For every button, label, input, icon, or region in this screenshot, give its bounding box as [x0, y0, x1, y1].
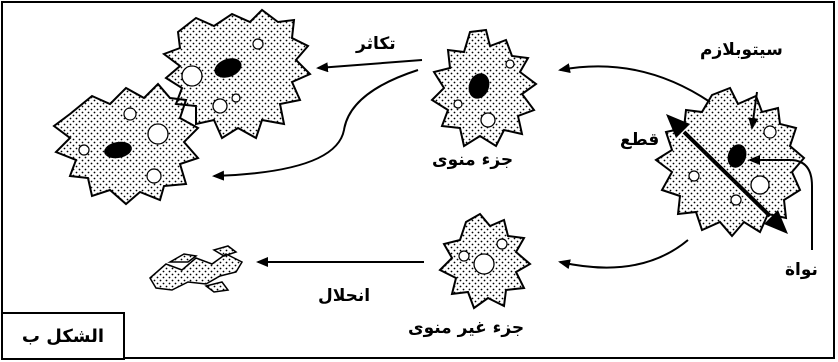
label-cut: قطع — [620, 130, 660, 150]
label-disintegration: انحلال — [318, 286, 371, 306]
label-non-nucleated-part: جزء غير منوى — [408, 318, 525, 338]
daughter-amoeba-top — [161, 8, 312, 140]
arrow-to-non-nucleated — [558, 239, 689, 270]
nucleus-blob — [727, 144, 747, 168]
nucleus-pointer — [748, 155, 813, 250]
label-nucleated-part: جزء منوى — [432, 150, 514, 170]
figure-label-box: الشكل ب — [1, 312, 125, 360]
figure-label: الشكل ب — [21, 325, 105, 347]
cytoplasm-pointer — [748, 91, 759, 130]
nucleated-part-amoeba — [430, 28, 538, 148]
non-nucleated-part-amoeba — [438, 212, 532, 310]
arrow-reproduction-bottom — [212, 69, 419, 181]
label-cytoplasm: سيتوبلازم — [700, 40, 783, 60]
label-nucleus: نواة — [785, 260, 818, 280]
daughter-amoeba-bottom — [52, 82, 200, 206]
cut-arrow — [666, 114, 788, 234]
disintegrated-remains — [149, 245, 244, 293]
label-reproduction: تكاثر — [356, 34, 396, 54]
arrow-reproduction-top — [316, 59, 423, 73]
original-amoeba — [654, 86, 806, 238]
arrow-to-nucleated — [558, 63, 711, 103]
